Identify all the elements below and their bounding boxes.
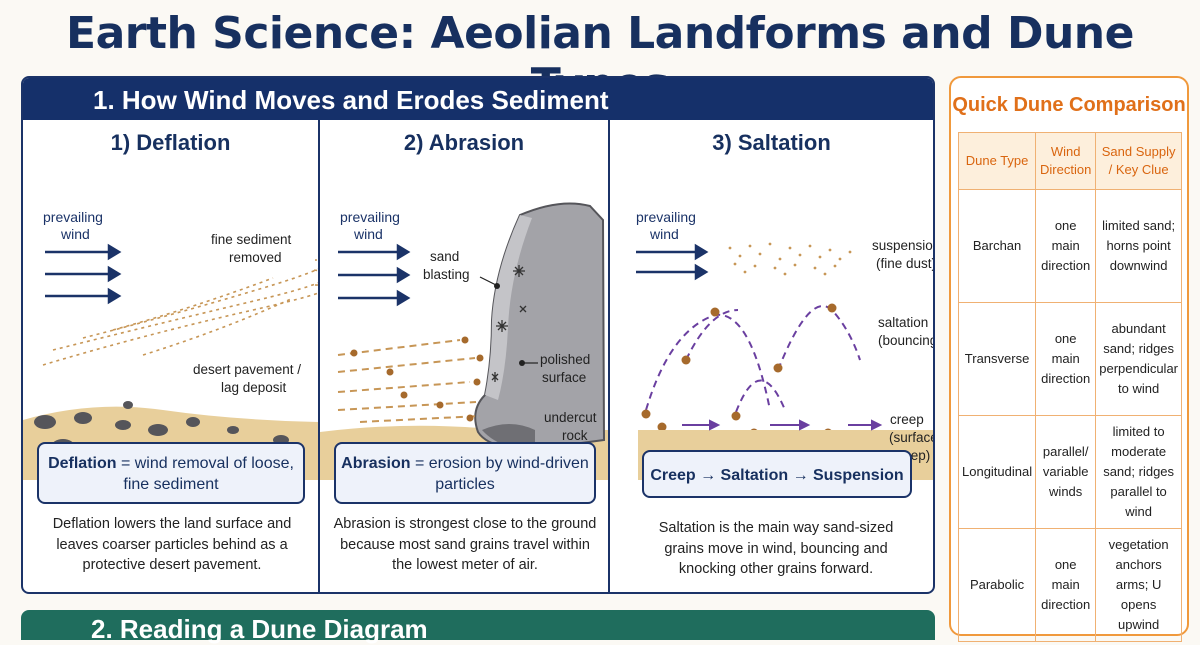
- comparison-title: Quick Dune Comparison: [952, 94, 1186, 116]
- abrasion-caption: Abrasion is strongest close to the groun…: [333, 516, 597, 573]
- abrasion-definition: = erosion by wind-driven particles: [410, 455, 589, 493]
- undercut-rock-label-1: undercut: [544, 410, 597, 425]
- saltation-wind-arrows: [636, 243, 709, 281]
- header-sand-supply: Sand Supply / Key Clue: [1095, 132, 1182, 190]
- deflation-wind-arrows: [45, 243, 122, 305]
- saltation-illustration: prevailing wind suspension (fine dust): [636, 209, 933, 480]
- creep-arrows: [682, 419, 883, 431]
- cell-key-clue: vegetation anchors arms; U opens upwind: [1095, 528, 1182, 642]
- abrasion-title: 2) Abrasion: [403, 130, 525, 155]
- fine-sediment-label-1: fine sediment: [211, 232, 292, 247]
- cell-wind-direction: one main direction: [1035, 302, 1097, 416]
- polished-surface-label-1: polished: [540, 352, 590, 367]
- fine-sediment-label-2: removed: [229, 250, 282, 265]
- sand-grain-streaks: [337, 339, 481, 423]
- deflation-caption: Deflation lowers the land surface and le…: [52, 516, 292, 573]
- saltating-grains: [641, 303, 837, 438]
- fine-sediment-streaks: [42, 259, 318, 366]
- deflation-definition: = wind removal of loose, fine sediment: [116, 455, 294, 493]
- abrasion-wind-label-2: wind: [353, 226, 383, 242]
- suspension-label-1: suspension: [872, 238, 933, 253]
- deflation-wind-label-1: prevailing: [43, 209, 103, 225]
- dune-comparison-table: Dune Type Wind Direction Sand Supply / K…: [957, 132, 1182, 642]
- cell-dune-type: Longitudinal: [957, 415, 1037, 529]
- cell-wind-direction: one main direction: [1035, 528, 1097, 642]
- sand-blasting-label-1: sand: [430, 249, 459, 264]
- saltation-panel: 3) Saltation prevailing wind suspension …: [608, 120, 933, 592]
- polished-rock-face: [485, 215, 532, 400]
- cell-dune-type: Parabolic: [957, 528, 1037, 642]
- cell-key-clue: limited sand; horns point downwind: [1095, 189, 1182, 303]
- table-row: Transverse one main direction abundant s…: [957, 302, 1182, 416]
- header-dune-type: Dune Type: [957, 132, 1037, 190]
- desert-pavement-label-2: lag deposit: [221, 380, 287, 395]
- saltation-label-2: (bouncing): [878, 333, 933, 348]
- deflation-panel: 1) Deflation prevailing wind fine sedime…: [23, 120, 318, 592]
- cell-wind-direction: parallel/ variable winds: [1035, 415, 1097, 529]
- cell-wind-direction: one main direction: [1035, 189, 1097, 303]
- table-row: Longitudinal parallel/ variable winds li…: [957, 415, 1182, 529]
- saltation-label-1: saltation: [878, 315, 928, 330]
- saltation-wind-label-2: wind: [649, 226, 679, 242]
- deflation-wind-label-2: wind: [60, 226, 90, 242]
- table-row: Barchan one main direction limited sand;…: [957, 189, 1182, 303]
- cell-key-clue: abundant sand; ridges perpendicular to w…: [1095, 302, 1182, 416]
- deflation-illustration: prevailing wind fine sediment removed: [23, 209, 318, 480]
- dune-comparison-panel: Quick Dune Comparison Dune Type Wind Dir…: [949, 76, 1189, 642]
- suspension-dust: [728, 242, 852, 276]
- creep-label-1: creep: [890, 412, 924, 427]
- abrasion-wind-arrows: [338, 243, 411, 307]
- header-wind-direction: Wind Direction: [1035, 132, 1097, 190]
- abrasion-panel: 2) Abrasion prevailing wind: [318, 120, 608, 592]
- abrasion-illustration: prevailing wind: [320, 202, 608, 480]
- abrasion-definition-box: Abrasion = erosion by wind-driven partic…: [334, 442, 596, 504]
- saltation-caption: Saltation is the main way sand-sized gra…: [658, 520, 894, 577]
- desert-pavement-label-1: desert pavement /: [193, 362, 301, 377]
- deflation-title: 1) Deflation: [110, 130, 231, 155]
- section-1-header: 1. How Wind Moves and Erodes Sediment: [23, 78, 933, 120]
- undercut-rock-label-2: rock: [562, 428, 588, 443]
- abrasion-term: Abrasion: [341, 455, 411, 472]
- deflation-term: Deflation: [48, 455, 117, 472]
- cell-key-clue: limited to moderate sand; ridges paralle…: [1095, 415, 1182, 529]
- transport-modes-box: Creep → Saltation → Suspension: [642, 450, 912, 498]
- sand-blasting-label-2: blasting: [423, 267, 470, 282]
- table-header-row: Dune Type Wind Direction Sand Supply / K…: [957, 132, 1182, 190]
- polished-surface-label-2: surface: [542, 370, 586, 385]
- cell-dune-type: Barchan: [957, 189, 1037, 303]
- saltation-wind-label-1: prevailing: [636, 209, 696, 225]
- section-wind-erosion: 1. How Wind Moves and Erodes Sediment 1)…: [21, 76, 935, 594]
- creep-label-2: (surface: [889, 430, 933, 445]
- saltation-title: 3) Saltation: [712, 130, 831, 155]
- table-row: Parabolic one main direction vegetation …: [957, 528, 1182, 642]
- section-2-header: 2. Reading a Dune Diagram: [21, 610, 935, 644]
- cell-dune-type: Transverse: [957, 302, 1037, 416]
- saltation-trajectories: [645, 305, 861, 413]
- deflation-definition-box: Deflation = wind removal of loose, fine …: [37, 442, 305, 504]
- abrasion-wind-label-1: prevailing: [340, 209, 400, 225]
- suspension-label-2: (fine dust): [876, 256, 933, 271]
- sand-blast-marks: [491, 265, 527, 382]
- sand-grains: [350, 336, 484, 422]
- section-1-heading: 1. How Wind Moves and Erodes Sediment: [93, 85, 609, 115]
